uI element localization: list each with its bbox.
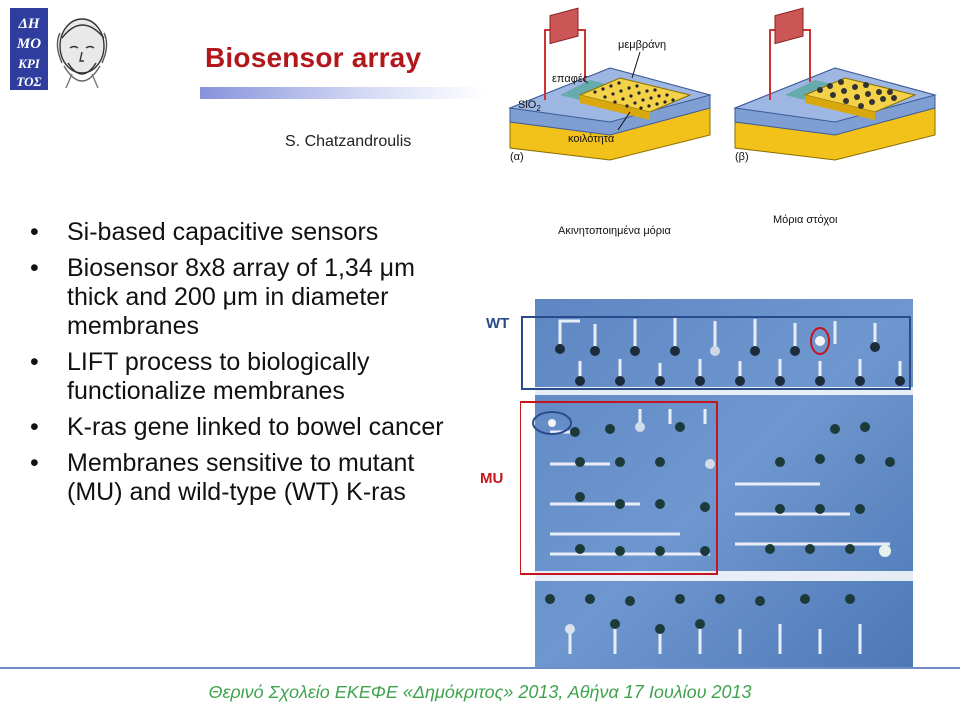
bullet-item: • Membranes sensitive to mutant (MU) and …: [30, 449, 460, 507]
diagram-panel-b: (β): [733, 7, 937, 163]
wt-region-box: [521, 316, 911, 390]
logo-line-2: ΜΟ: [16, 36, 41, 52]
bullet-symbol: •: [30, 254, 39, 282]
title-underline: [200, 87, 485, 99]
logo-line-3: ΚΡΙ: [17, 56, 41, 71]
sensor-array-micrograph: [519, 299, 915, 669]
mu-highlight-circle: [532, 411, 572, 435]
portrait-sketch: [56, 18, 108, 89]
slide-title: Biosensor array: [205, 42, 422, 73]
bullet-symbol: •: [30, 413, 39, 441]
contacts-label: επαφές: [552, 73, 588, 85]
wt-highlight-circle: [810, 327, 830, 355]
wt-label: WT: [486, 315, 510, 332]
membrane-label: μεμβράνη: [618, 39, 666, 51]
author-name: S. Chatzandroulis: [285, 133, 412, 150]
target-molecules-label: Μόρια στόχοι: [773, 214, 838, 226]
diagram-panel-a: μεμβράνη επαφές SiO2 κοιλότητα (α): [508, 7, 712, 163]
panel-b-label: (β): [735, 151, 749, 163]
bullet-list: • Si-based capacitive sensors • Biosensor …: [30, 218, 460, 514]
cavity-label: κοιλότητα: [568, 133, 615, 145]
panel-a-label: (α): [510, 151, 524, 163]
bullet-text: LIFT process to biologically functionali…: [67, 348, 370, 405]
bullet-symbol: •: [30, 449, 39, 477]
sensor-diagrams: μεμβράνη επαφές SiO2 κοιλότητα (α): [500, 0, 960, 267]
bullet-symbol: •: [30, 218, 39, 246]
slide-footer: Θερινό Σχολείο ΕΚΕΦΕ «Δημόκριτος» 2013, …: [208, 682, 752, 702]
bullet-item: • K-ras gene linked to bowel cancer: [30, 413, 460, 442]
bullet-item: • Biosensor 8x8 array of 1,34 μm thick an…: [30, 254, 460, 341]
bullet-text: Biosensor 8x8 array of 1,34 μm thick and…: [67, 254, 415, 340]
bullet-text: Membranes sensitive to mutant (MU) and w…: [67, 449, 415, 506]
mu-region-box: [519, 401, 718, 575]
logo-line-1: ΔΗ: [17, 16, 40, 32]
bullet-symbol: •: [30, 348, 39, 376]
bullet-text: Si-based capacitive sensors: [67, 218, 379, 246]
bullet-text: K-ras gene linked to bowel cancer: [67, 413, 444, 441]
institute-logo: ΔΗ ΜΟ ΚΡΙ ΤΟΣ: [10, 8, 118, 90]
logo-line-4: ΤΟΣ: [16, 74, 41, 89]
oxide-label: SiO2: [518, 99, 541, 113]
bullet-item: • Si-based capacitive sensors: [30, 218, 460, 247]
mu-label: MU: [480, 470, 504, 487]
footer-divider: [0, 667, 960, 669]
bullet-item: • LIFT process to biologically functional…: [30, 348, 460, 406]
immobilized-molecules-label: Ακινητοποιημένα μόρια: [558, 225, 671, 237]
